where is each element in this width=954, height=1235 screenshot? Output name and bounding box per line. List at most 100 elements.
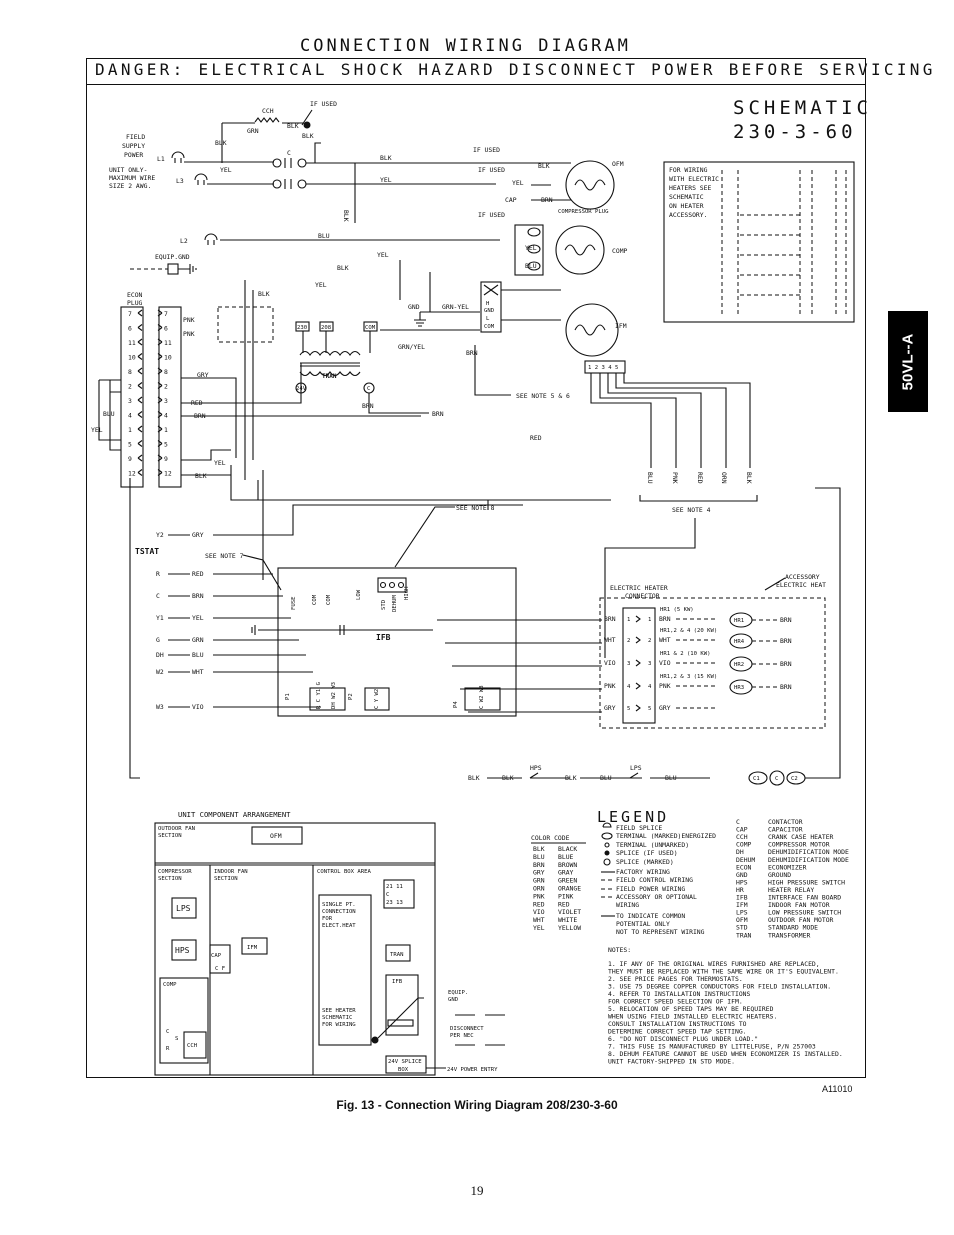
disconnect-line-1: DISCONNECT [450, 1026, 484, 1032]
cch-if-used-label: IF USED [310, 100, 337, 108]
hps-label: HPS [530, 764, 542, 772]
cch-grn-label: GRN [247, 127, 259, 135]
econ-pin-left-10: 10 [128, 354, 136, 362]
splice-if-used-symbol-icon [604, 850, 610, 856]
ofm-wires [531, 162, 571, 201]
econ-pin-right-6: 6 [164, 325, 168, 333]
econ-pin-right-5: 5 [164, 441, 168, 449]
field-splice-l1-icon [171, 151, 185, 163]
abbr-value: HEATER RELAY [768, 886, 814, 894]
tran-208-label: 208 [321, 325, 332, 331]
ifm-plug-icon [480, 281, 502, 333]
ifm-wires [474, 289, 561, 396]
abbr-value: CRANK CASE HEATER [768, 833, 834, 841]
figure-code: A11010 [822, 1084, 853, 1094]
arrangement-ofm-box [251, 826, 303, 845]
p1-pins-label-2: DH W2 W3 [331, 682, 337, 709]
see-note-7-label: SEE NOTE 7 [205, 552, 244, 560]
ifm-taps-label: 1 2 3 4 5 [588, 365, 618, 371]
econ-wiring: PNK PNK GRY RED BRN YEL BLK BLU YEL [91, 306, 611, 501]
splice-box-line-2: BOX [398, 1067, 409, 1073]
legend-note-line: 7. THIS FUSE IS MANUFACTURED BY LITTELFU… [608, 1043, 816, 1051]
ifm-tap-block-icon [584, 360, 626, 374]
contactor-terminals-bottom: 23 13 [386, 900, 403, 906]
econ-pin-right-10: 10 [164, 354, 172, 362]
color-code-abbr: WHT [533, 916, 545, 924]
econ-pin-left-1: 1 [128, 426, 132, 434]
color-code-name: BLUE [558, 853, 574, 861]
heater-note-block: FOR WIRING WITH ELECTRIC HEATERS SEE SCH… [663, 161, 855, 323]
pin-arrow-icon [137, 338, 143, 346]
heater-kw-note: HR1,2 & 3 (15 KW) [660, 674, 717, 680]
compressor-section-label-2: SECTION [158, 876, 182, 882]
equip-gnd-leader [377, 997, 424, 1039]
tstat-term-y2: Y2 [156, 531, 164, 539]
p1-label: P1 [285, 693, 291, 700]
jumper-pin-1-icon [379, 581, 387, 589]
abbr-key: LPS [736, 909, 748, 917]
abbr-value: DEHUMIDIFICATION MODE [768, 856, 849, 864]
ofm-yel-label: YEL [380, 176, 392, 184]
econ-pin-right-3: 3 [164, 397, 168, 405]
single-pt-line-2: CONNECTION [322, 909, 356, 915]
ifm-plug-h-label: H [486, 301, 489, 307]
abbr-key: HR [736, 886, 744, 894]
tstat-term-r: R [156, 570, 160, 578]
abbr-key: CAP [736, 826, 748, 834]
ifm-tap-wires [590, 373, 751, 468]
connector-pin-icon [635, 636, 641, 644]
abbr-value: LOW PRESSURE SWITCH [768, 909, 841, 917]
safety-blk-label-3: BLK [565, 774, 577, 782]
econ-pin-right-9: 9 [164, 455, 168, 463]
heater-kw-note: HR1,2 & 4 (20 KW) [660, 628, 717, 634]
cch-blk-label-2: BLK [302, 132, 314, 140]
pin-arrow-icon [157, 454, 163, 462]
abbr-key: OFM [736, 916, 748, 924]
heater-note-line-3: HEATERS SEE [669, 184, 711, 192]
p4-pins-label: C W2 W3 [479, 685, 485, 709]
pin-arrow-icon [137, 425, 143, 433]
ifb-board: IFB STD DEHUM HIGH FUSE COM COM LOW P1 P… [251, 567, 517, 717]
heater-out-brn: BRN [780, 660, 792, 668]
legend-note-line: WHEN USING FIELD INSTALLED ELECTRIC HEAT… [608, 1013, 777, 1021]
tran-feed-wires [244, 260, 401, 480]
pin-arrow-icon [137, 353, 143, 360]
tap-color-red: RED [696, 472, 704, 484]
compressor-section-label-1: COMPRESSOR [158, 869, 192, 875]
contactor-terminal-21-icon [297, 158, 307, 168]
pin-arrow-icon [157, 411, 163, 418]
econ-pin-right-12: 12 [164, 470, 172, 478]
heater-connector-icon [622, 607, 656, 724]
pin-arrow-icon [157, 324, 163, 331]
contactor-load-wires [306, 162, 531, 185]
jumper-pin-3-icon [397, 581, 405, 589]
legend-note-line: DETERMINE CORRECT SPEED TAP SETTING. [608, 1028, 747, 1036]
pin-arrow-icon [157, 469, 163, 476]
tran-brn-label: BRN [362, 402, 374, 410]
connector-pin-icon [635, 704, 641, 712]
connector-pin-icon [635, 659, 641, 667]
tstat-wire-red: RED [192, 570, 204, 578]
heater-wire-right-vio: VIO [659, 659, 671, 667]
legend-symbol-label: FIELD SPLICE [616, 824, 662, 832]
ifm-plug-l-label: L [486, 316, 490, 322]
field-supply-label-3: POWER [124, 151, 143, 159]
heater-accessory-group: ELECTRIC HEATER CONNECTOR ACCESSORY ELEC… [599, 573, 826, 729]
pnk-wire-label-2: PNK [183, 330, 195, 338]
econ-plug-left-housing [120, 306, 144, 488]
ground-symbol-icon [178, 264, 197, 274]
arrangement-cap-box [209, 944, 231, 974]
econ-pin-right-4: 4 [164, 412, 168, 420]
heater-note-line-5: ON HEATER [669, 202, 704, 210]
ifm-winding-icon [574, 324, 606, 336]
abbr-key: C [736, 818, 740, 826]
fuse-label: FUSE [291, 596, 297, 610]
tran-24v-terminal-icon [295, 382, 307, 394]
heater-relay-hr2-label: HR2 [734, 662, 744, 668]
safety-chain-feed [129, 478, 507, 779]
arrangement-ifm-label: IFM [247, 945, 258, 951]
ifm-motor-group: H GND L COM GND GRN-YEL GRN/YEL BRN IFM … [398, 272, 751, 468]
see-note-7-lead [242, 554, 282, 591]
